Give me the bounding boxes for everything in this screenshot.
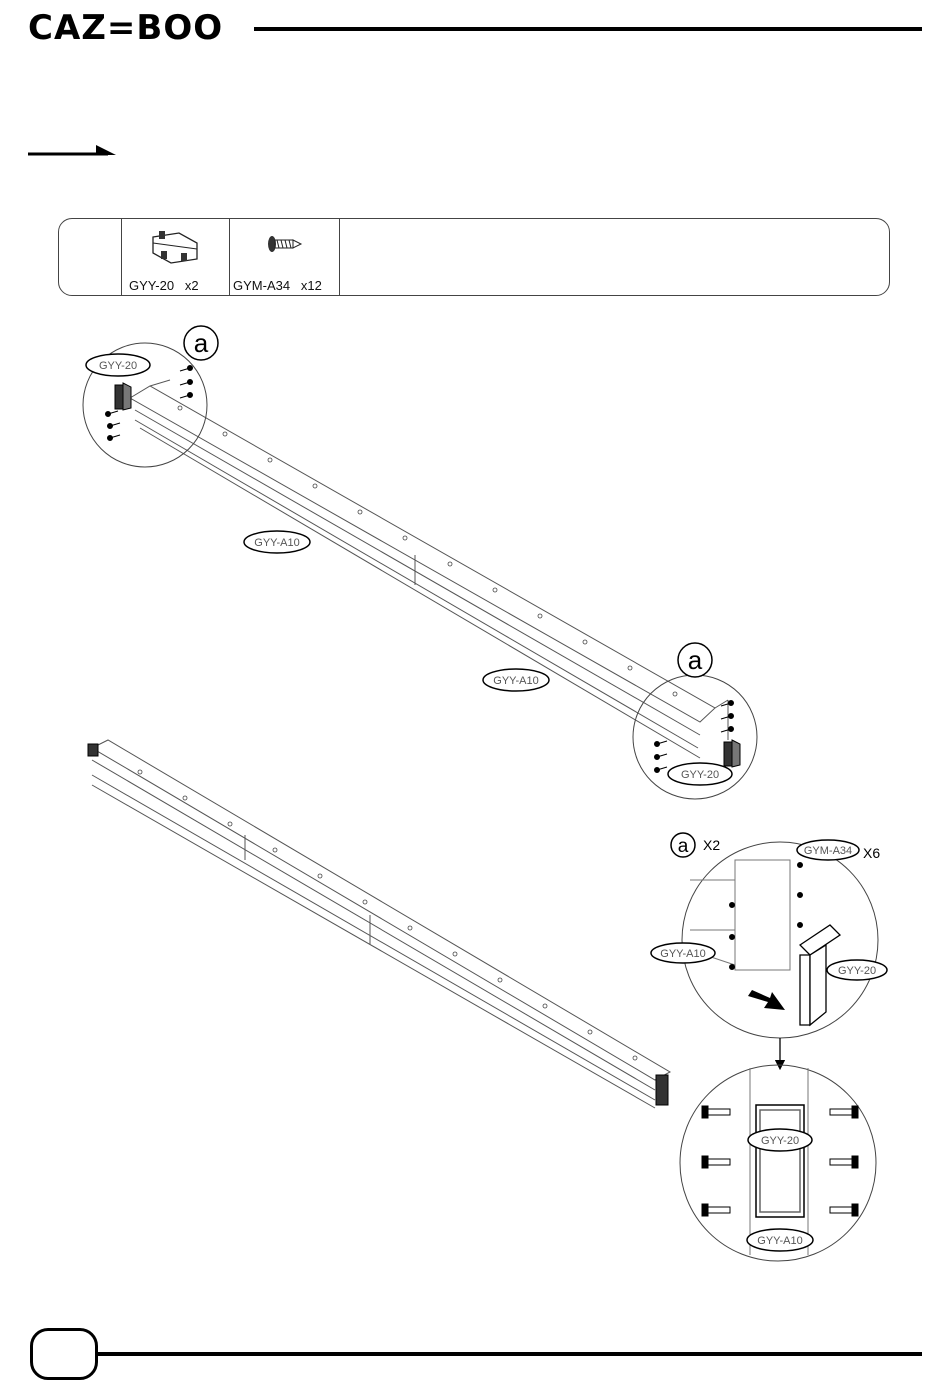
part-tag-gya10: GYY-A10 <box>244 531 310 553</box>
svg-text:GYY-A10: GYY-A10 <box>757 1235 802 1247</box>
rail-upper <box>130 380 728 758</box>
footer-rule <box>98 1352 922 1356</box>
part-tag-gyy20: GYY-20 <box>748 1129 812 1151</box>
screw-icon <box>730 863 803 970</box>
svg-text:GYY-20: GYY-20 <box>838 965 876 977</box>
insert-arrow-icon <box>748 990 785 1010</box>
rail-lower-holes <box>138 770 637 1060</box>
part-tag-gya10: GYY-A10 <box>651 943 715 963</box>
svg-text:a: a <box>688 645 703 675</box>
svg-text:GYY-20: GYY-20 <box>99 360 137 372</box>
part-code: GYY-20 <box>129 278 174 293</box>
svg-text:a: a <box>678 836 689 857</box>
callout-a-label: a X2 <box>671 833 720 857</box>
svg-text:X6: X6 <box>863 845 880 861</box>
header-rule <box>254 27 922 31</box>
assembly-diagram: a GYY-20 GYY-A10 GYY-A10 a GYY-20 <box>0 310 950 1270</box>
part-qty: x12 <box>301 278 322 293</box>
svg-text:a: a <box>194 328 209 358</box>
bracket-icon <box>88 744 668 1105</box>
brand-logo: CAZ=BOO <box>28 8 223 48</box>
step-arrow-icon <box>28 140 118 160</box>
callout-a-label: a <box>184 326 218 360</box>
callout-a-label: a <box>678 643 712 677</box>
svg-text:X2: X2 <box>703 837 720 853</box>
part-qty: x2 <box>185 278 199 293</box>
svg-text:GYY-A10: GYY-A10 <box>254 537 299 549</box>
svg-text:GYY-A10: GYY-A10 <box>660 948 705 960</box>
part-item-gym-a34: GYM-A34 x12 <box>229 219 339 295</box>
part-item-gyy20: GYY-20 x2 <box>121 219 229 295</box>
bracket-icon <box>115 383 131 410</box>
svg-text:GYY-A10: GYY-A10 <box>493 675 538 687</box>
rail-lower <box>92 740 670 1108</box>
svg-text:GYY-20: GYY-20 <box>681 769 719 781</box>
part-tag-gya10: GYY-A10 <box>483 669 549 691</box>
part-tag-gya10: GYY-A10 <box>747 1229 813 1251</box>
page-number <box>30 1328 98 1380</box>
part-tag-gyy20: GYY-20 <box>86 354 150 376</box>
bracket-icon <box>149 229 203 265</box>
screw-icon <box>265 235 305 253</box>
part-tag-gyy20: GYY-20 <box>827 960 887 980</box>
screw-icon <box>655 701 734 773</box>
bracket-icon <box>756 1105 804 1217</box>
svg-text:GYY-20: GYY-20 <box>761 1135 799 1147</box>
part-code: GYM-A34 <box>233 278 290 293</box>
part-tag-gym-a34: GYM-A34 X6 <box>797 840 880 861</box>
part-tag-gyy20: GYY-20 <box>668 763 732 785</box>
parts-list-box: GYY-20 x2 GYM-A34 x12 <box>58 218 890 296</box>
svg-text:GYM-A34: GYM-A34 <box>804 845 852 857</box>
bracket-icon <box>724 740 740 767</box>
rail-upper-holes <box>178 406 677 696</box>
